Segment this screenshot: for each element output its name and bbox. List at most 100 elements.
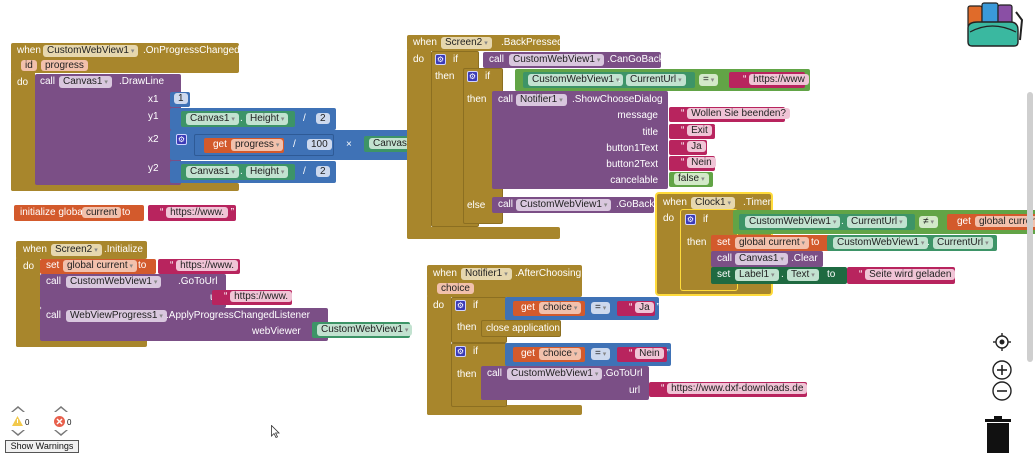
- error-prev-arrow[interactable]: [54, 406, 68, 412]
- operator-dropdown[interactable]: =: [591, 348, 611, 360]
- text-value[interactable]: Ja: [635, 302, 654, 313]
- block-clock-timer[interactable]: when Clock1 .Timer do ⚙ if then CustomWe…: [657, 194, 1035, 296]
- component-block[interactable]: CustomWebView1: [312, 322, 413, 338]
- operator-dropdown[interactable]: =: [699, 74, 719, 86]
- divisor[interactable]: 2: [316, 166, 330, 177]
- set-label-text-block[interactable]: set Label1 . Text to: [711, 267, 847, 284]
- text-block-message[interactable]: “ Wollen Sie beenden? ”: [669, 107, 796, 122]
- text-block[interactable]: “ https://www.dxf-downloads.de ”: [649, 382, 814, 397]
- global-name-field[interactable]: current: [82, 207, 122, 218]
- canvas-dropdown[interactable]: Canvas1: [186, 113, 239, 125]
- webview-dropdown[interactable]: CustomWebView1: [509, 54, 605, 66]
- notifier-dropdown[interactable]: Notifier1: [461, 268, 512, 280]
- text-value[interactable]: https://www: [749, 74, 809, 85]
- text-value[interactable]: Exit: [687, 125, 712, 136]
- block-initialize-global[interactable]: initialize global current to “ https://w…: [14, 205, 236, 221]
- show-choose-dialog-block[interactable]: call Notifier1 .ShowChooseDialog message…: [492, 91, 668, 189]
- text-block-button1[interactable]: “ Ja ”: [669, 140, 712, 155]
- webview-dropdown[interactable]: CustomWebView1: [516, 199, 612, 211]
- number-value[interactable]: 1: [174, 93, 188, 104]
- webview-dropdown[interactable]: CustomWebView1: [317, 324, 413, 336]
- warning-next-arrow[interactable]: [11, 430, 25, 436]
- logic-block-cancelable[interactable]: false: [669, 172, 713, 187]
- mutator-gear-icon[interactable]: ⚙: [685, 214, 696, 225]
- block-after-choosing[interactable]: when Notifier1 .AfterChoosing choice do …: [427, 265, 817, 415]
- boolean-dropdown[interactable]: false: [674, 173, 709, 185]
- webview-dropdown[interactable]: CustomWebView1: [833, 237, 929, 249]
- divisor[interactable]: 2: [316, 113, 330, 124]
- mutator-gear-icon[interactable]: ⚙: [435, 54, 446, 65]
- progress-dropdown[interactable]: WebViewProgress1: [66, 310, 167, 322]
- set-global-block[interactable]: set global current to: [40, 259, 156, 274]
- warning-prev-arrow[interactable]: [11, 406, 25, 412]
- close-application-block[interactable]: close application: [481, 320, 561, 337]
- variable-dropdown[interactable]: global current: [63, 260, 138, 272]
- goback-block[interactable]: call CustomWebView1 .GoBack: [492, 197, 654, 213]
- webview-dropdown[interactable]: CustomWebView1: [528, 74, 624, 86]
- webview-dropdown[interactable]: CustomWebView1: [507, 368, 603, 380]
- mutator-gear-icon[interactable]: ⚙: [176, 134, 187, 145]
- screen-dropdown[interactable]: Screen2: [51, 244, 102, 256]
- zoom-in-icon[interactable]: [991, 359, 1013, 381]
- canvas-dropdown[interactable]: Canvas1: [186, 166, 239, 178]
- component-dropdown[interactable]: CustomWebView1: [43, 45, 139, 57]
- variable-dropdown[interactable]: global current: [735, 237, 810, 249]
- divide-block-y2[interactable]: Canvas1 . Height / 2: [170, 161, 336, 183]
- compare-block[interactable]: CustomWebView1 . CurrentUrl ≠ get global…: [733, 210, 1035, 234]
- multiply-block-x2[interactable]: ⚙ get progress / 100 × Canvas1: [170, 130, 420, 160]
- variable-dropdown[interactable]: choice: [539, 348, 582, 360]
- text-block[interactable]: “ Seite wird geladen ”: [847, 267, 962, 284]
- goto-url-block[interactable]: call CustomWebView1 .GoToUrl url: [40, 274, 226, 308]
- param-id[interactable]: id: [21, 60, 37, 71]
- compare-block[interactable]: CustomWebView1 . CurrentUrl = “ https://…: [515, 69, 815, 91]
- operator-dropdown[interactable]: =: [591, 302, 611, 314]
- text-value[interactable]: https://www.: [230, 291, 293, 302]
- canvas-dropdown[interactable]: Canvas1: [735, 253, 788, 265]
- text-block-button2[interactable]: “ Nein ”: [669, 156, 722, 171]
- clock-dropdown[interactable]: Clock1: [691, 197, 736, 209]
- property-dropdown[interactable]: Height: [246, 166, 289, 178]
- property-dropdown[interactable]: Height: [246, 113, 289, 125]
- component-getter-block[interactable]: CustomWebView1 . CurrentUrl: [827, 235, 997, 251]
- text-block-title[interactable]: “ Exit ”: [669, 124, 718, 139]
- mutator-gear-icon[interactable]: ⚙: [455, 300, 466, 311]
- param-choice[interactable]: choice: [437, 283, 474, 294]
- divisor[interactable]: 100: [307, 139, 332, 150]
- error-next-arrow[interactable]: [54, 430, 68, 436]
- block-back-pressed[interactable]: when Screen2 .BackPressed do ⚙ if then c…: [407, 35, 815, 239]
- canvas-component[interactable]: Canvas1: [369, 138, 417, 149]
- variable-dropdown[interactable]: global current: [975, 216, 1035, 227]
- number-block-x1[interactable]: 1: [170, 92, 190, 107]
- canvas-dropdown[interactable]: Canvas1: [59, 76, 112, 88]
- set-global-block[interactable]: set global current to: [711, 235, 831, 251]
- property-dropdown[interactable]: CurrentUrl: [626, 74, 686, 86]
- text-value[interactable]: https://www.dxf-downloads.de: [667, 383, 808, 394]
- canvas-clear-block[interactable]: call Canvas1 .Clear: [711, 251, 823, 267]
- cangoback-block[interactable]: call CustomWebView1 .CanGoBack: [483, 52, 664, 68]
- compare-block-ja[interactable]: get choice = “ Ja ”: [505, 297, 660, 320]
- text-value[interactable]: Ja: [687, 141, 706, 152]
- screen-dropdown[interactable]: Screen2: [441, 37, 492, 49]
- text-block[interactable]: “ https://www. ”: [212, 290, 298, 305]
- label-dropdown[interactable]: Label1: [735, 269, 779, 281]
- mutator-gear-icon[interactable]: ⚙: [467, 71, 478, 82]
- property-dropdown[interactable]: CurrentUrl: [847, 216, 907, 228]
- goto-url-block[interactable]: call CustomWebView1 .GoToUrl url: [481, 366, 649, 400]
- property-dropdown[interactable]: Text: [787, 269, 819, 281]
- zoom-out-icon[interactable]: [991, 380, 1013, 402]
- text-value[interactable]: Seite wird geladen: [865, 269, 956, 280]
- block-on-progress-changed[interactable]: when CustomWebView1 .OnProgressChanged i…: [11, 43, 420, 191]
- block-drawline[interactable]: call Canvas1 .DrawLine x1 y1 x2 y2: [35, 74, 181, 185]
- text-value[interactable]: Nein: [635, 348, 664, 359]
- vertical-scrollbar[interactable]: [1027, 92, 1033, 362]
- text-value[interactable]: https://www.: [176, 260, 239, 271]
- operator-dropdown[interactable]: ≠: [919, 216, 938, 228]
- show-warnings-button[interactable]: Show Warnings: [5, 440, 79, 453]
- text-value[interactable]: Nein: [687, 157, 716, 168]
- recenter-icon[interactable]: [992, 332, 1012, 352]
- text-block[interactable]: “ https://www. ”: [158, 259, 244, 274]
- compare-block-nein[interactable]: get choice = “ Nein ”: [505, 343, 671, 366]
- variable-dropdown[interactable]: progress: [231, 139, 284, 151]
- divide-block-y1[interactable]: Canvas1 . Height / 2: [170, 108, 336, 130]
